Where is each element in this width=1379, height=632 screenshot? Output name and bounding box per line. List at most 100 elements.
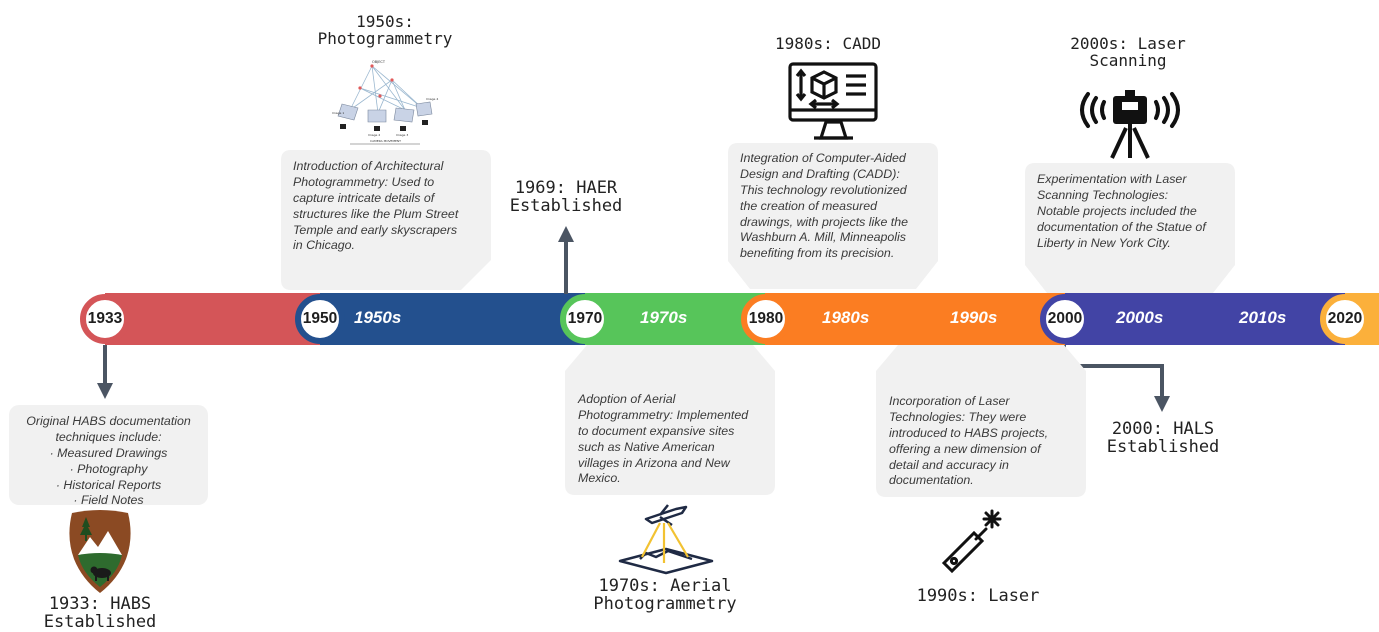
title-line: Photogrammetry: [317, 28, 453, 48]
card-cadd-shape: [728, 143, 938, 289]
card-line: villages in Arizona and New: [578, 455, 730, 470]
card-line: techniques include:: [55, 429, 162, 444]
card-line: to document expansive sites: [578, 423, 735, 438]
arrowhead-haer: [558, 226, 574, 242]
card-line: capture intricate details of: [293, 190, 435, 205]
diagram-label: Image 4: [426, 97, 438, 101]
card-photogrammetry-shape: [281, 150, 491, 290]
segment-1950s: [320, 293, 585, 345]
card-line: structures like the Plum Street: [293, 206, 459, 221]
title-line: 2000s: Laser: [1070, 34, 1186, 53]
diagram-label: OBJECT: [372, 60, 386, 64]
card-line: Introduction of Architectural: [293, 159, 444, 173]
title-line: Established: [1106, 436, 1220, 457]
card-line: Photogrammetry: Implemented: [578, 407, 749, 422]
card-line: Technologies: They were: [889, 409, 1027, 424]
title-line: 1969: HAER: [514, 178, 618, 198]
arrowhead-hals: [1154, 396, 1170, 412]
card-line: · Measured Drawings: [49, 445, 168, 460]
card-line: Scanning Technologies:: [1037, 187, 1169, 202]
title-cadd: 1980s: CADD: [728, 34, 928, 53]
card-line: Washburn A. Mill, Minneapolis: [740, 230, 906, 245]
card-laser-scanning: Experimentation with Laser Scanning Tech…: [1025, 163, 1235, 273]
label-1980s: 1980s: [822, 308, 870, 327]
card-line: documentation of the Statue of: [1037, 219, 1206, 234]
title-haer: 1969: HAER Established: [486, 178, 646, 216]
card-line: · Field Notes: [73, 493, 144, 508]
card-line: This technology revolutionized: [740, 182, 907, 197]
label-1990s: 1990s: [950, 308, 998, 327]
title-line: Established: [43, 611, 157, 632]
photogrammetry-diagram-icon: OBJECT Image 1 Image 2 Image 3 Image 4 C…: [332, 60, 438, 145]
card-aerial-shape: [565, 345, 775, 495]
card-line: detail and accuracy in: [889, 457, 1009, 472]
aerial-drone-icon: [618, 504, 714, 575]
card-line: Integration of Computer-Aided: [740, 151, 906, 165]
card-line: Original HABS documentation: [26, 414, 191, 428]
title-laser: 1990s: Laser: [878, 586, 1078, 606]
card-line: in Chicago.: [293, 238, 355, 253]
segment-1970s: [585, 293, 765, 345]
card-line: Incorporation of Laser: [889, 394, 1010, 408]
card-line: · Photography: [69, 461, 148, 476]
card-line: the creation of measured: [740, 198, 878, 213]
card-laser: Incorporation of Laser Technologies: The…: [876, 392, 1086, 497]
card-laser-shape: [876, 345, 1086, 497]
card-aerial: Adoption of Aerial Photogrammetry: Imple…: [565, 390, 775, 495]
card-line: Photogrammetry: Used to: [293, 174, 435, 189]
arrowhead-habs: [97, 383, 113, 399]
title-line: 1933: HABS: [48, 594, 152, 614]
node-2020: 2020: [1320, 294, 1370, 344]
title-habs: 1933: HABS Established: [20, 594, 180, 632]
label-1950s: 1950s: [354, 308, 402, 327]
laser-pointer-icon: [941, 509, 1002, 574]
card-line: · Historical Reports: [55, 477, 162, 492]
diagram-label: Image 3: [396, 133, 408, 137]
title-hals: 2000: HALS Established: [1088, 419, 1238, 457]
laser-scanner-icon: [1080, 90, 1180, 159]
title-aerial: 1970s: Aerial Photogrammetry: [565, 576, 765, 614]
diagram-label: Image 2: [368, 133, 380, 137]
label-1970s: 1970s: [640, 308, 688, 327]
title-line: 1990s: Laser: [916, 586, 1040, 606]
title-line: Scanning: [1089, 50, 1167, 70]
diagram-label: Image 1: [332, 111, 344, 115]
node-1933: 1933: [80, 294, 130, 344]
card-line: Experimentation with Laser: [1037, 172, 1187, 186]
segment-1933: [105, 293, 320, 345]
card-line: drawings, with projects like the: [740, 214, 909, 229]
card-photogrammetry: Introduction of Architectural Photogramm…: [281, 150, 491, 270]
card-line: such as Native American: [578, 439, 715, 454]
card-line: introduced to HABS projects,: [889, 425, 1049, 440]
card-cadd: Integration of Computer-Aided Design and…: [728, 143, 938, 268]
card-habs: Original HABS documentation techniques i…: [9, 405, 208, 507]
node-1950: 1950: [295, 294, 345, 344]
card-laser-scanning-shape: [1025, 163, 1235, 293]
card-line: Temple and early skyscrapers: [293, 222, 458, 237]
label-2010s: 2010s: [1239, 308, 1287, 327]
card-line: documentation.: [889, 473, 974, 488]
title-line: 1970s: Aerial: [598, 576, 732, 596]
card-line: benefiting from its precision.: [740, 246, 895, 261]
title-line: 2000: HALS: [1111, 419, 1215, 439]
card-line: Liberty in New York City.: [1037, 235, 1171, 250]
card-line: Design and Drafting (CADD):: [740, 166, 900, 181]
title-laser-scanning: 2000s: Laser Scanning: [1018, 34, 1238, 70]
nps-arrowhead-icon: [69, 510, 131, 593]
segment-1980s-1990s: [765, 293, 1065, 345]
computer-cad-icon: [788, 62, 878, 140]
node-1980: 1980: [741, 294, 791, 344]
title-line: Photogrammetry: [593, 593, 737, 614]
diagram-label: CAMERA MOVEMENT: [370, 139, 401, 143]
card-line: Adoption of Aerial: [578, 392, 676, 406]
title-line: Established: [509, 195, 623, 216]
title-line: 1950s:: [356, 12, 414, 31]
label-2000s: 2000s: [1116, 308, 1164, 327]
segment-2000s-2010s: [1065, 293, 1345, 345]
title-photogrammetry: 1950s: Photogrammetry: [285, 12, 485, 48]
card-line: offering a new dimension of: [889, 441, 1041, 456]
title-line: 1980s: CADD: [775, 34, 881, 53]
node-2000: 2000: [1040, 294, 1090, 344]
card-line: Notable projects included the: [1037, 203, 1197, 218]
node-1970: 1970: [560, 294, 610, 344]
